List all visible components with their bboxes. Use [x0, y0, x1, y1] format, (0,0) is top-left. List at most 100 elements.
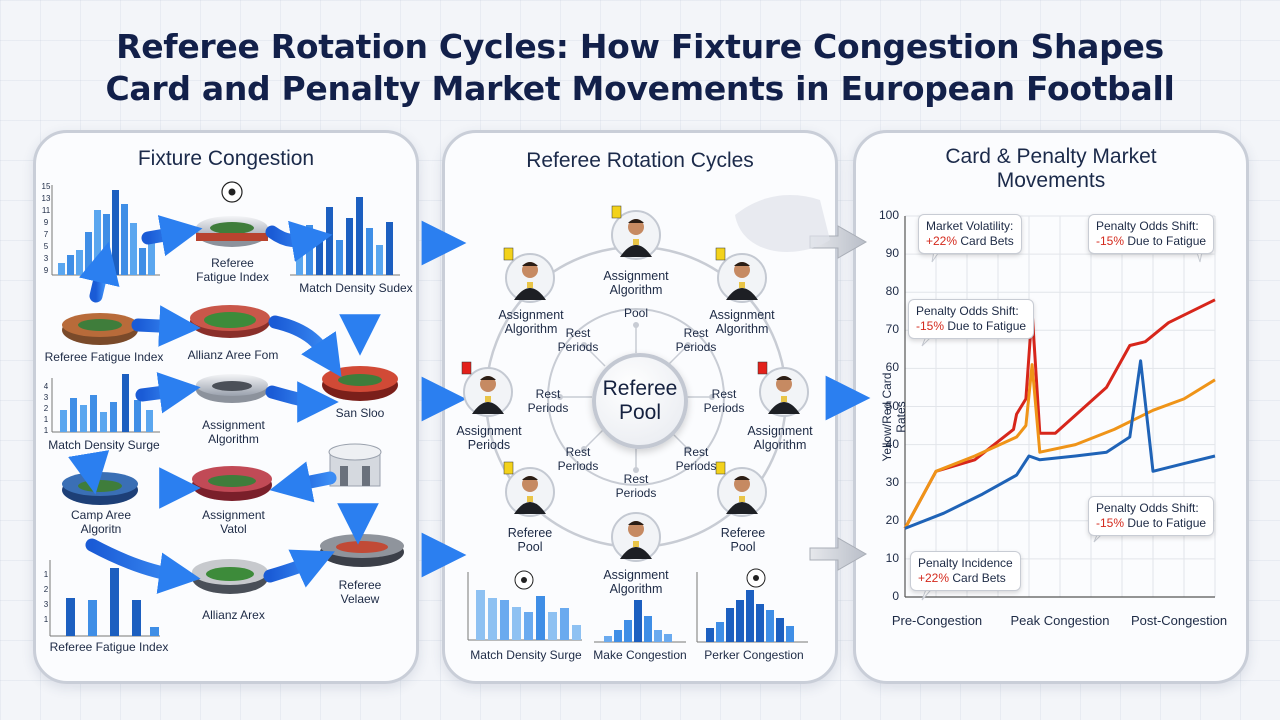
referee-icon — [503, 461, 555, 517]
chart-label-make-congestion: Make Congestion — [593, 648, 687, 662]
referee-icon — [715, 461, 767, 517]
mini-axis-mid-tick: 1 — [43, 426, 49, 435]
mini-axis-top-tick: 3 — [43, 254, 49, 263]
stadium-icon — [192, 466, 272, 501]
mini-axis-top-tick: 5 — [43, 242, 49, 251]
inner-rest-br: Rest Periods — [675, 445, 717, 473]
y-tick-label: 20 — [885, 512, 899, 527]
page-title: Referee Rotation Cycles: How Fixture Con… — [0, 26, 1280, 110]
yellow-card-icon — [715, 461, 726, 475]
callout-penalty-incidence: Penalty Incidence +22% Card Bets — [910, 551, 1021, 591]
y-tick-label: 80 — [885, 284, 899, 299]
node-bottom-left-label: Referee Pool — [507, 526, 553, 554]
inner-rest-r: Rest Periods — [703, 387, 745, 415]
mini-axis-mid-tick: 2 — [43, 404, 49, 413]
referee-pool-label: Referee Pool — [602, 377, 678, 424]
mini-axis-top-tick: 9 — [43, 266, 49, 275]
stadium-icon — [192, 559, 268, 594]
panel-title-referee-rotation: Referee Rotation Cycles — [526, 149, 754, 172]
europe-map-shape — [735, 195, 830, 252]
node-left-label: Assignment Periods — [456, 424, 522, 452]
mini-axis-top-tick: 13 — [41, 194, 51, 203]
node-right-label: Assignment Algorithm — [747, 424, 813, 452]
y-tick-label: 50 — [885, 398, 899, 413]
inner-rest-l: Rest Periods — [527, 387, 569, 415]
callout-penalty-odds-top-rest: Due to Fatigue — [1124, 234, 1207, 248]
mini-axis-bottom-tick: 1 — [43, 615, 49, 624]
stadium-icon — [190, 305, 270, 338]
referee-icon — [503, 247, 555, 303]
referee-icon — [461, 361, 513, 417]
label-referee-fatigue-index-bottom: Referee Fatigue Index — [49, 640, 169, 654]
title-line-1: Referee Rotation Cycles: How Fixture Con… — [116, 27, 1164, 66]
red-card-icon — [461, 361, 472, 375]
referee-icon — [715, 247, 767, 303]
soccer-ball-icon — [221, 181, 243, 203]
inner-rest-b: Rest Periods — [615, 472, 657, 500]
label-referee-fatigue-index-top: Referee Fatigue Index — [196, 256, 269, 284]
series-line-2 — [903, 363, 1216, 530]
callout-penalty-incidence-title: Penalty Incidence — [918, 556, 1013, 570]
y-tick-label: 60 — [885, 360, 899, 375]
callout-penalty-odds-mid-title: Penalty Odds Shift: — [916, 304, 1019, 318]
mini-axis-mid-tick: 1 — [43, 415, 49, 424]
chart-label-perker-congestion: Perker Congestion — [704, 648, 804, 662]
title-line-2: Card and Penalty Market Movements in Eur… — [105, 69, 1175, 108]
soccer-ball-icon — [514, 570, 534, 590]
label-referee-fatigue-index-left: Referee Fatigue Index — [44, 350, 164, 364]
label-assignment-algorithm: Assignment Algorithm — [202, 418, 265, 446]
chart-label-match-density-surge: Match Density Surge — [470, 648, 582, 662]
y-tick-label: 40 — [885, 436, 899, 451]
stadium-icon — [62, 472, 138, 505]
callout-penalty-odds-mid-rest: Due to Fatigue — [944, 319, 1027, 333]
mini-axis-mid-tick: 4 — [43, 382, 49, 391]
y-tick-label: 0 — [892, 589, 899, 603]
mini-bar-chart-mid-left — [51, 374, 160, 433]
mini-bar-chart-bottom-left — [49, 560, 160, 637]
yellow-card-icon — [503, 247, 514, 261]
label-match-density-surge: Match Density Surge — [48, 438, 160, 452]
node-top-left-label: Assignment Algorithm — [498, 308, 564, 336]
panel-title-fixture-congestion: Fixture Congestion — [137, 147, 315, 170]
node-bottom-right-label: Referee Pool — [720, 526, 766, 554]
mini-axis-bottom-tick: 1 — [43, 570, 49, 579]
series-line-1 — [903, 298, 1216, 530]
mini-bar-chart-make-congestion — [594, 600, 686, 643]
mini-axis-top-tick: 15 — [41, 182, 51, 191]
stadium-icon — [328, 443, 382, 487]
mini-axis-mid-tick: 3 — [43, 393, 49, 402]
label-referee-velaew: Referee Velaew — [338, 578, 382, 606]
mini-bar-chart-match-density — [467, 572, 582, 641]
label-allianz-aree-fom: Allianz Aree Fom — [187, 348, 279, 362]
grey-arrows — [809, 225, 868, 571]
mini-axis-bottom-tick: 3 — [43, 600, 49, 609]
node-top-label: Assignment Algorithm — [603, 269, 669, 297]
callout-penalty-odds-low: Penalty Odds Shift: -15% Due to Fatigue — [1088, 496, 1215, 536]
y-tick-label: 100 — [878, 208, 899, 222]
node-top-right-label: Assignment Algorithm — [709, 308, 775, 336]
callout-penalty-odds-mid: Penalty Odds Shift: -15% Due to Fatigue — [908, 299, 1035, 339]
mini-axis-top-tick: 11 — [41, 206, 51, 215]
x-tick-label: Peak Congestion — [1010, 613, 1110, 628]
stadium-icon — [320, 534, 404, 567]
y-tick-label: 10 — [885, 550, 899, 565]
referee-figures — [461, 205, 809, 562]
y-tick-label: 70 — [885, 322, 899, 337]
callout-market-volatility-rest: Card Bets — [957, 234, 1014, 248]
callout-penalty-odds-top-value: -15% — [1096, 234, 1125, 248]
referee-pool-hub: Referee Pool — [592, 353, 688, 449]
stadium-icon — [196, 374, 268, 403]
label-assignment-vatol: Assignment Vatol — [202, 508, 265, 536]
mini-bar-chart-perker-congestion — [696, 572, 808, 643]
inner-rest-tl: Rest Periods — [557, 326, 599, 354]
y-tick-label: 30 — [885, 474, 899, 489]
label-match-density-sudex: Match Density Sudex — [299, 281, 413, 295]
referee-icon — [611, 210, 661, 260]
series-line-3 — [904, 359, 1216, 530]
callout-penalty-odds-low-title: Penalty Odds Shift: — [1096, 501, 1199, 515]
yellow-card-icon — [611, 205, 622, 219]
stadium-icon — [322, 366, 398, 401]
referee-icon — [611, 512, 661, 562]
panel-title-market-movements: Card & Penalty Market Movements — [945, 145, 1157, 192]
